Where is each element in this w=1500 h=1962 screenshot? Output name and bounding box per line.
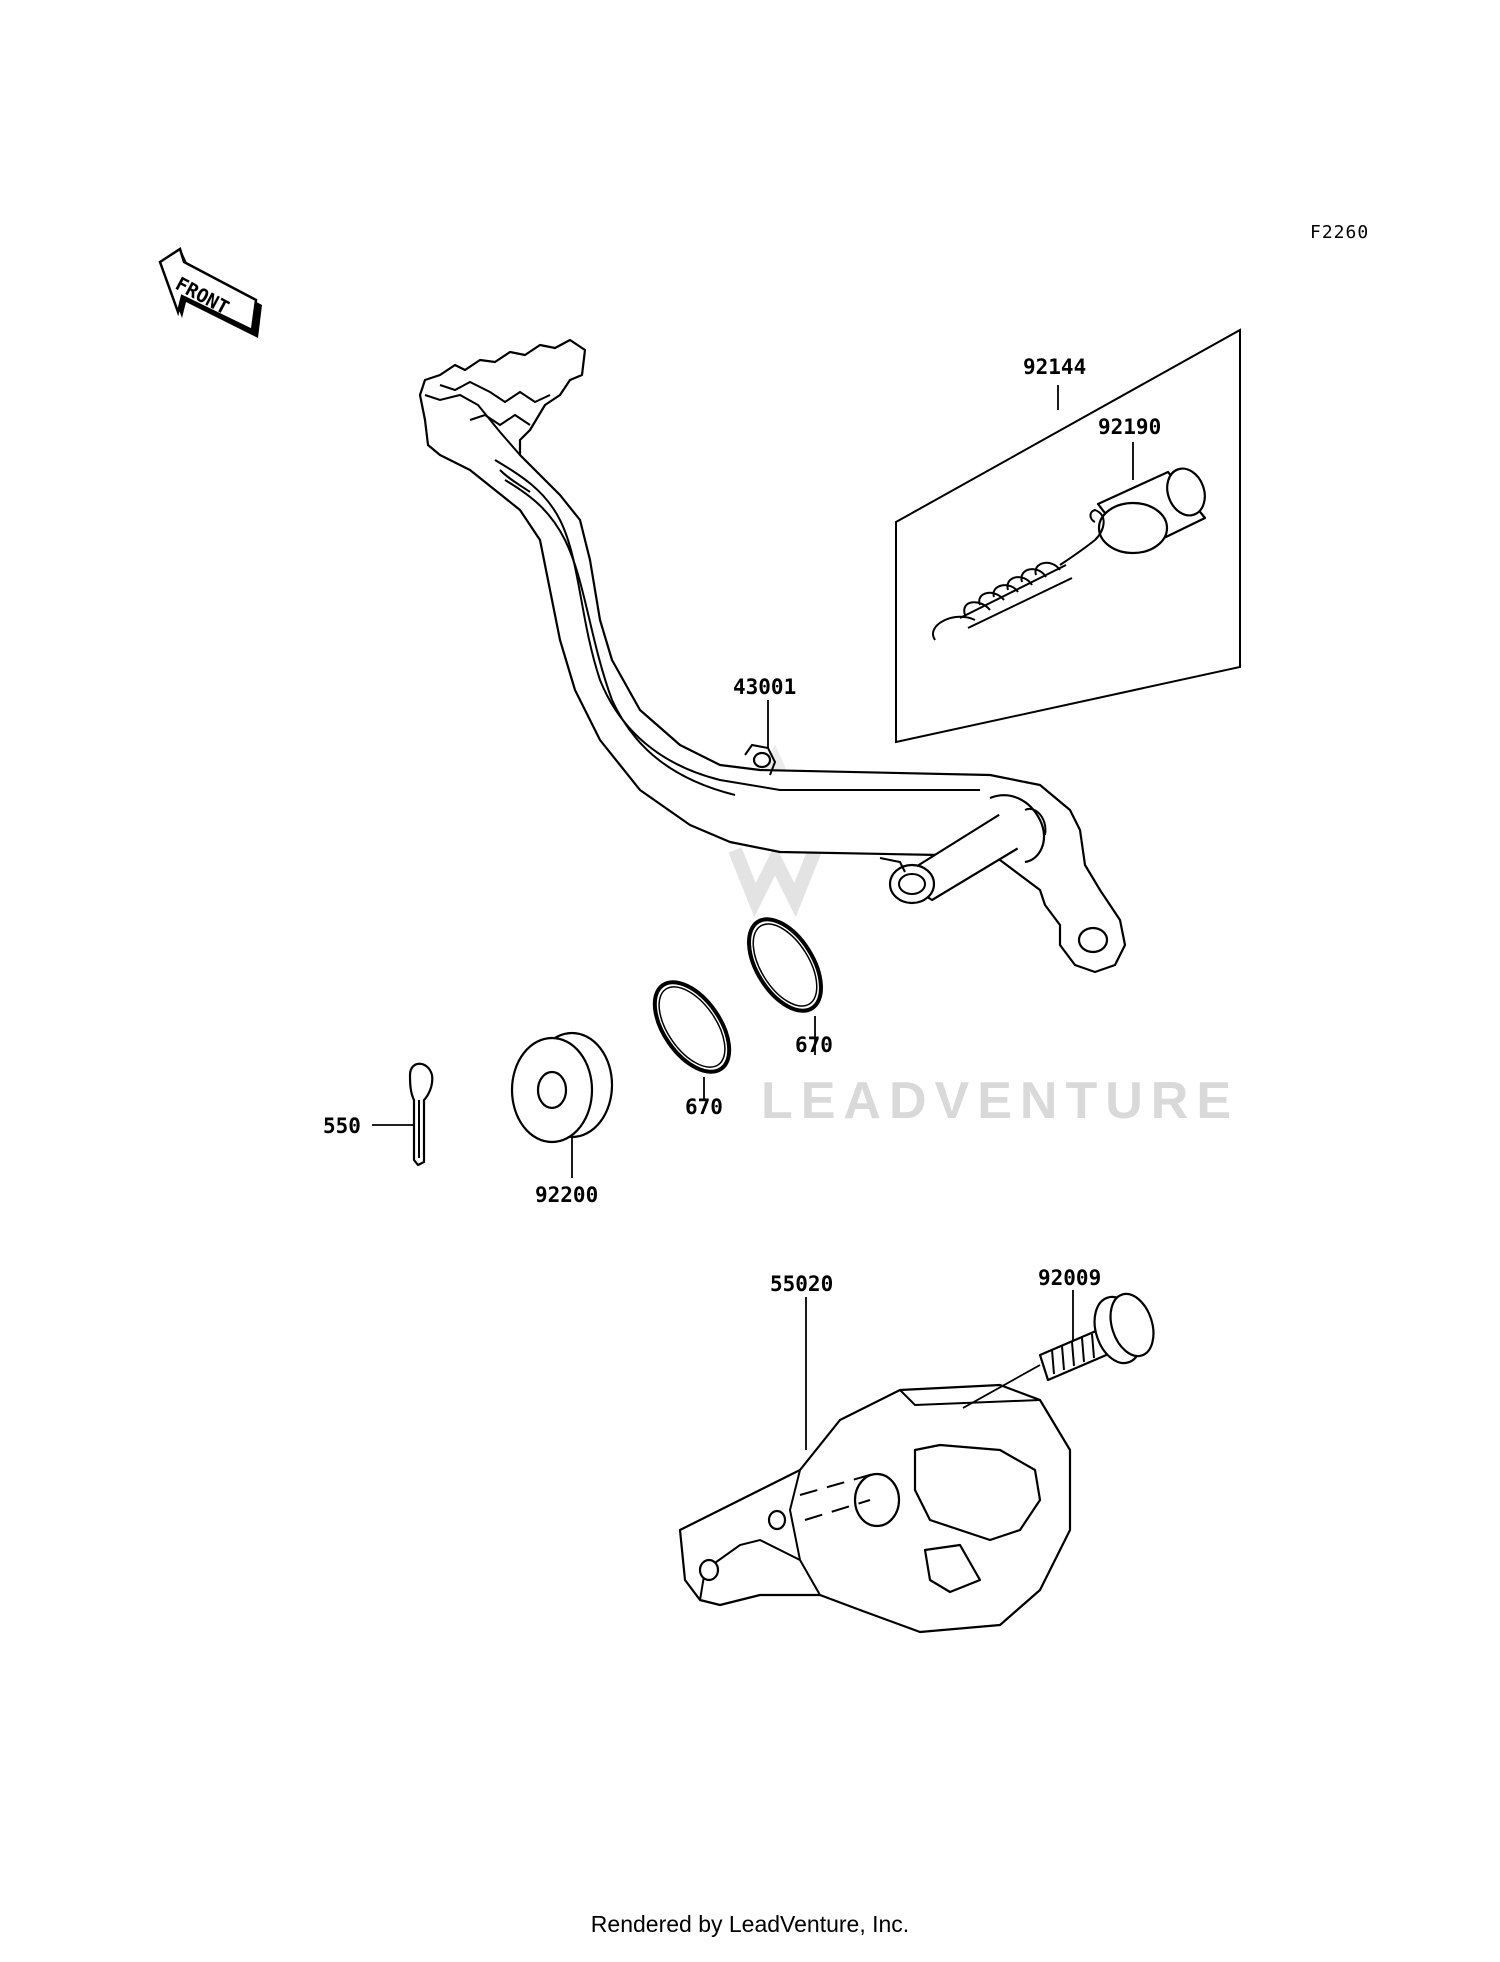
bushing-92190 [1096, 467, 1207, 555]
part-label-670-b[interactable]: 670 [685, 1095, 723, 1119]
footer-credit: Rendered by LeadVenture, Inc. [591, 1911, 909, 1937]
part-label-92190[interactable]: 92190 [1098, 415, 1161, 439]
part-label-92144[interactable]: 92144 [1023, 355, 1086, 379]
guard-55020 [678, 1383, 1072, 1634]
part-label-92009[interactable]: 92009 [1038, 1266, 1101, 1290]
watermark-text: LEADVENTURE [761, 1072, 1239, 1130]
kit-box-92144 [895, 328, 1241, 744]
front-arrow: FRONT [158, 247, 262, 338]
part-label-550[interactable]: 550 [323, 1114, 361, 1138]
o-ring-670-a [747, 917, 823, 1013]
o-ring-670-b [652, 980, 732, 1074]
washer-92200 [510, 1031, 614, 1144]
cotter-pin-550 [408, 1062, 434, 1167]
part-label-670-a[interactable]: 670 [795, 1033, 833, 1057]
return-spring [932, 508, 1105, 641]
part-labels: 92144 92190 43001 670 670 550 92200 9200… [323, 355, 1161, 1296]
diagram-code: F2260 [1310, 222, 1369, 243]
brake-pedal-43001 [418, 338, 1127, 974]
part-label-92200[interactable]: 92200 [535, 1183, 598, 1207]
part-label-55020[interactable]: 55020 [770, 1272, 833, 1296]
bolt-92009 [1038, 1292, 1155, 1382]
leader-lines [372, 385, 1134, 1450]
part-label-43001[interactable]: 43001 [733, 675, 796, 699]
